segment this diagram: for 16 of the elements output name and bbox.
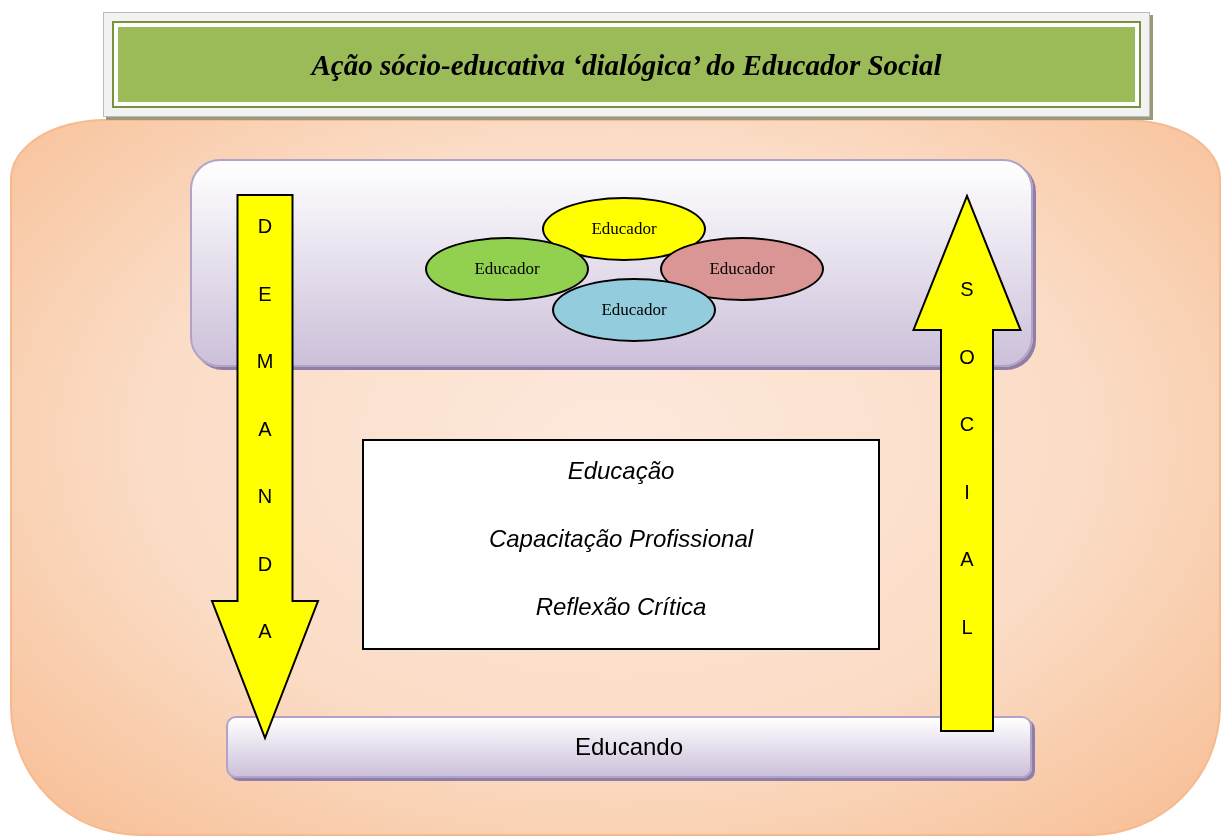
role-label: Educador <box>590 219 658 239</box>
title: Ação sócio-educativa ‘dialógica’ do Educador Social <box>309 48 943 81</box>
role-label: Educador <box>473 259 541 279</box>
role-label: Educador <box>708 259 776 279</box>
block-arrow <box>210 194 320 741</box>
node-label: Educando <box>573 733 685 761</box>
content-box <box>362 439 880 650</box>
edge-label: DEMANDA <box>256 214 274 644</box>
background-panel <box>10 119 1221 836</box>
role-label: Educador <box>600 300 668 320</box>
topic-text: Reflexão Crítica <box>534 593 708 621</box>
topic-text: Capacitação Profissional <box>487 525 755 553</box>
educando-bar <box>226 716 1032 778</box>
block-arrow <box>912 193 1022 732</box>
edge-label: SOCIAL <box>958 277 976 640</box>
topic-text: Educação <box>566 457 676 485</box>
